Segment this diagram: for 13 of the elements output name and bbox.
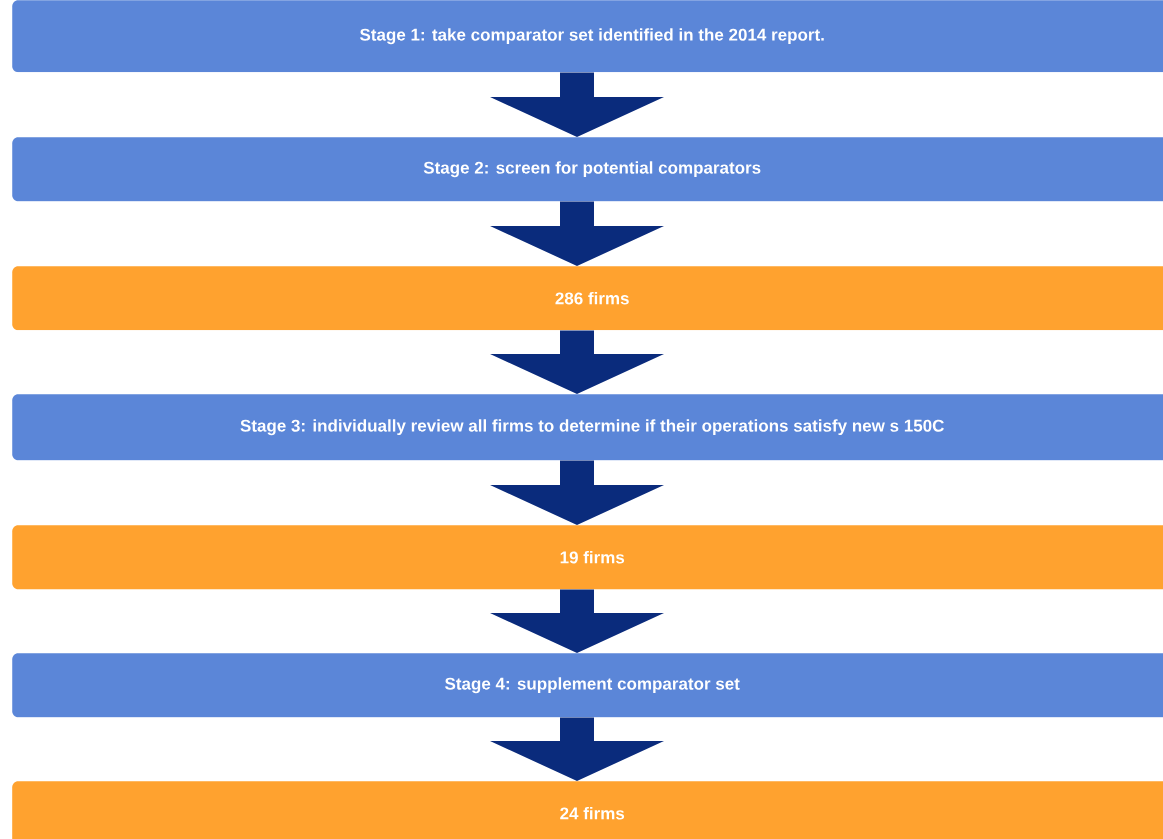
stage-box: Stage 1: take comparator set identified in the 2014 report. [12, 0, 1163, 73]
result-box: 286 firms [12, 266, 1163, 331]
arrow [490, 201, 664, 266]
arrow [490, 589, 664, 653]
stage-box: Stage 3: individually review all firms to determine if their operations satisfy new s 150C [12, 394, 1163, 461]
arrow [490, 460, 664, 525]
stage-box: Stage 2: screen for potential comparators [12, 137, 1163, 202]
arrow [490, 717, 664, 781]
result-box: 24 firms [12, 781, 1163, 839]
arrow [490, 72, 664, 137]
result-box: 19 firms [12, 525, 1163, 590]
stage-box: Stage 4: supplement comparator set [12, 653, 1163, 718]
arrow [490, 330, 664, 394]
